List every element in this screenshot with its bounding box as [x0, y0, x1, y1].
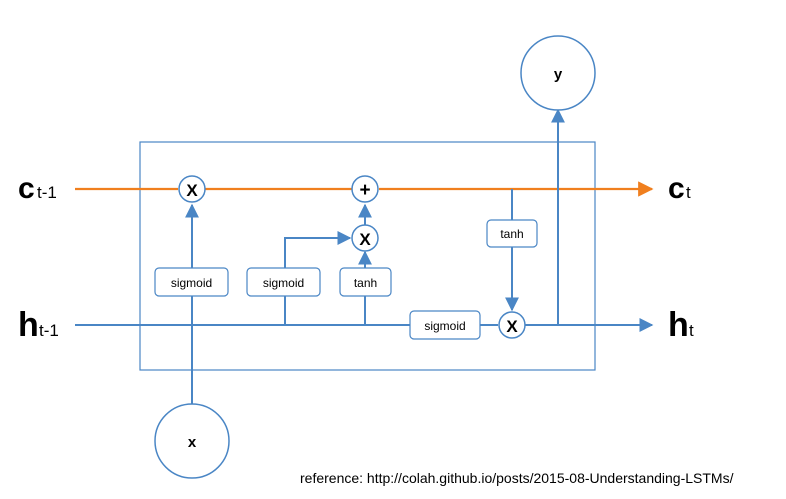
output-y-node: y — [520, 35, 596, 111]
svg-text:h: h — [18, 306, 39, 344]
output-gate-sigmoid: sigmoid — [409, 310, 481, 340]
forget-mult-operator: X — [178, 175, 206, 203]
forget-gate-sigmoid: sigmoid — [154, 267, 229, 297]
candidate-tanh: tanh — [339, 267, 392, 297]
svg-text:sigmoid: sigmoid — [171, 276, 212, 290]
h-next-label: h t — [668, 306, 694, 344]
cell-add-operator: + — [351, 175, 379, 203]
svg-text:sigmoid: sigmoid — [424, 319, 465, 333]
reference-text: reference: http://colah.github.io/posts/… — [300, 470, 734, 486]
svg-text:t-1: t-1 — [39, 321, 59, 340]
input-mult-operator: X — [351, 224, 379, 252]
svg-text:t: t — [689, 321, 694, 340]
svg-text:x: x — [188, 434, 197, 451]
svg-text:sigmoid: sigmoid — [263, 276, 304, 290]
input-x-node: x — [154, 403, 230, 479]
svg-text:tanh: tanh — [354, 276, 377, 290]
output-mult-operator: X — [498, 311, 526, 339]
lstm-cell-box — [139, 141, 596, 371]
input-gate-to-mult — [284, 231, 352, 270]
c-prev-label: c t-1 — [18, 172, 57, 205]
svg-text:X: X — [186, 181, 198, 200]
c-next-label: c t — [668, 172, 691, 205]
cell-tanh: tanh — [486, 219, 538, 248]
svg-text:h: h — [668, 306, 689, 344]
svg-text:tanh: tanh — [500, 227, 523, 241]
svg-text:+: + — [359, 180, 370, 201]
svg-text:X: X — [359, 230, 371, 249]
svg-text:c: c — [668, 172, 685, 205]
h-prev-label: h t-1 — [18, 306, 59, 344]
svg-text:t-1: t-1 — [37, 183, 57, 202]
svg-text:X: X — [506, 317, 518, 336]
svg-text:c: c — [18, 172, 35, 205]
svg-text:t: t — [686, 183, 691, 202]
svg-text:y: y — [554, 66, 563, 83]
input-gate-sigmoid: sigmoid — [246, 267, 321, 297]
